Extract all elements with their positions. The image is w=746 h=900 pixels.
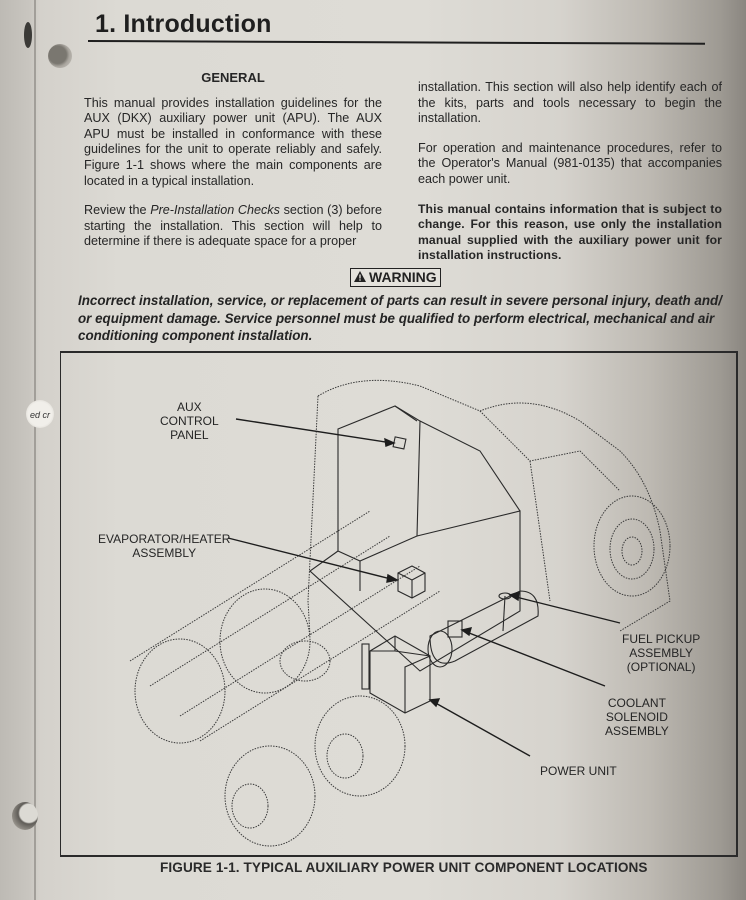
binder-hole-text: ed cr — [30, 410, 51, 420]
figure-caption: FIGURE 1-1. TYPICAL AUXILIARY POWER UNIT… — [160, 860, 648, 875]
callout-power-unit: POWER UNIT — [540, 764, 617, 778]
intro-paragraph: This manual provides installation guidel… — [84, 95, 382, 188]
title-underline — [87, 40, 705, 45]
warning-text: Incorrect installation, service, or repl… — [78, 293, 722, 343]
pre-installation-checks-ref: Pre-Installation Checks — [150, 203, 280, 218]
binder-tab-mark — [24, 22, 32, 48]
section-title: 1. Introduction — [95, 10, 272, 38]
general-heading: GENERAL — [201, 70, 265, 85]
callout-coolant-solenoid: COOLANT SOLENOID ASSEMBLY — [605, 696, 669, 738]
warning-triangle-icon — [354, 269, 366, 286]
review-paragraph: Review the Pre-Installation Checks secti… — [84, 203, 382, 250]
installation-paragraph: installation. This section will also hel… — [418, 80, 722, 126]
binder-hole-bottom — [12, 802, 38, 830]
callout-evaporator-heater: EVAPORATOR/HEATER ASSEMBLY — [98, 532, 231, 560]
warning-label: WARNING — [369, 269, 437, 285]
change-notice: This manual contains information that is… — [418, 201, 722, 263]
review-prefix: Review the — [84, 203, 151, 218]
left-column: GENERAL This manual provides installatio… — [84, 70, 382, 264]
binder-hole-top — [48, 44, 72, 68]
binder-page-edge — [34, 0, 36, 900]
right-column: installation. This section will also hel… — [418, 80, 722, 278]
warning-badge: WARNING — [350, 268, 441, 287]
callout-aux-control-panel: AUX CONTROL PANEL — [160, 400, 219, 442]
operators-manual-paragraph: For operation and maintenance procedures… — [418, 140, 722, 186]
binder-hole-reinforcement — [26, 400, 54, 428]
truck-diagram — [129, 379, 671, 847]
callout-fuel-pickup: FUEL PICKUP ASSEMBLY (OPTIONAL) — [622, 632, 701, 674]
figure-frame — [60, 351, 738, 857]
review-suffix: section (3) before starting the installa… — [84, 203, 382, 249]
